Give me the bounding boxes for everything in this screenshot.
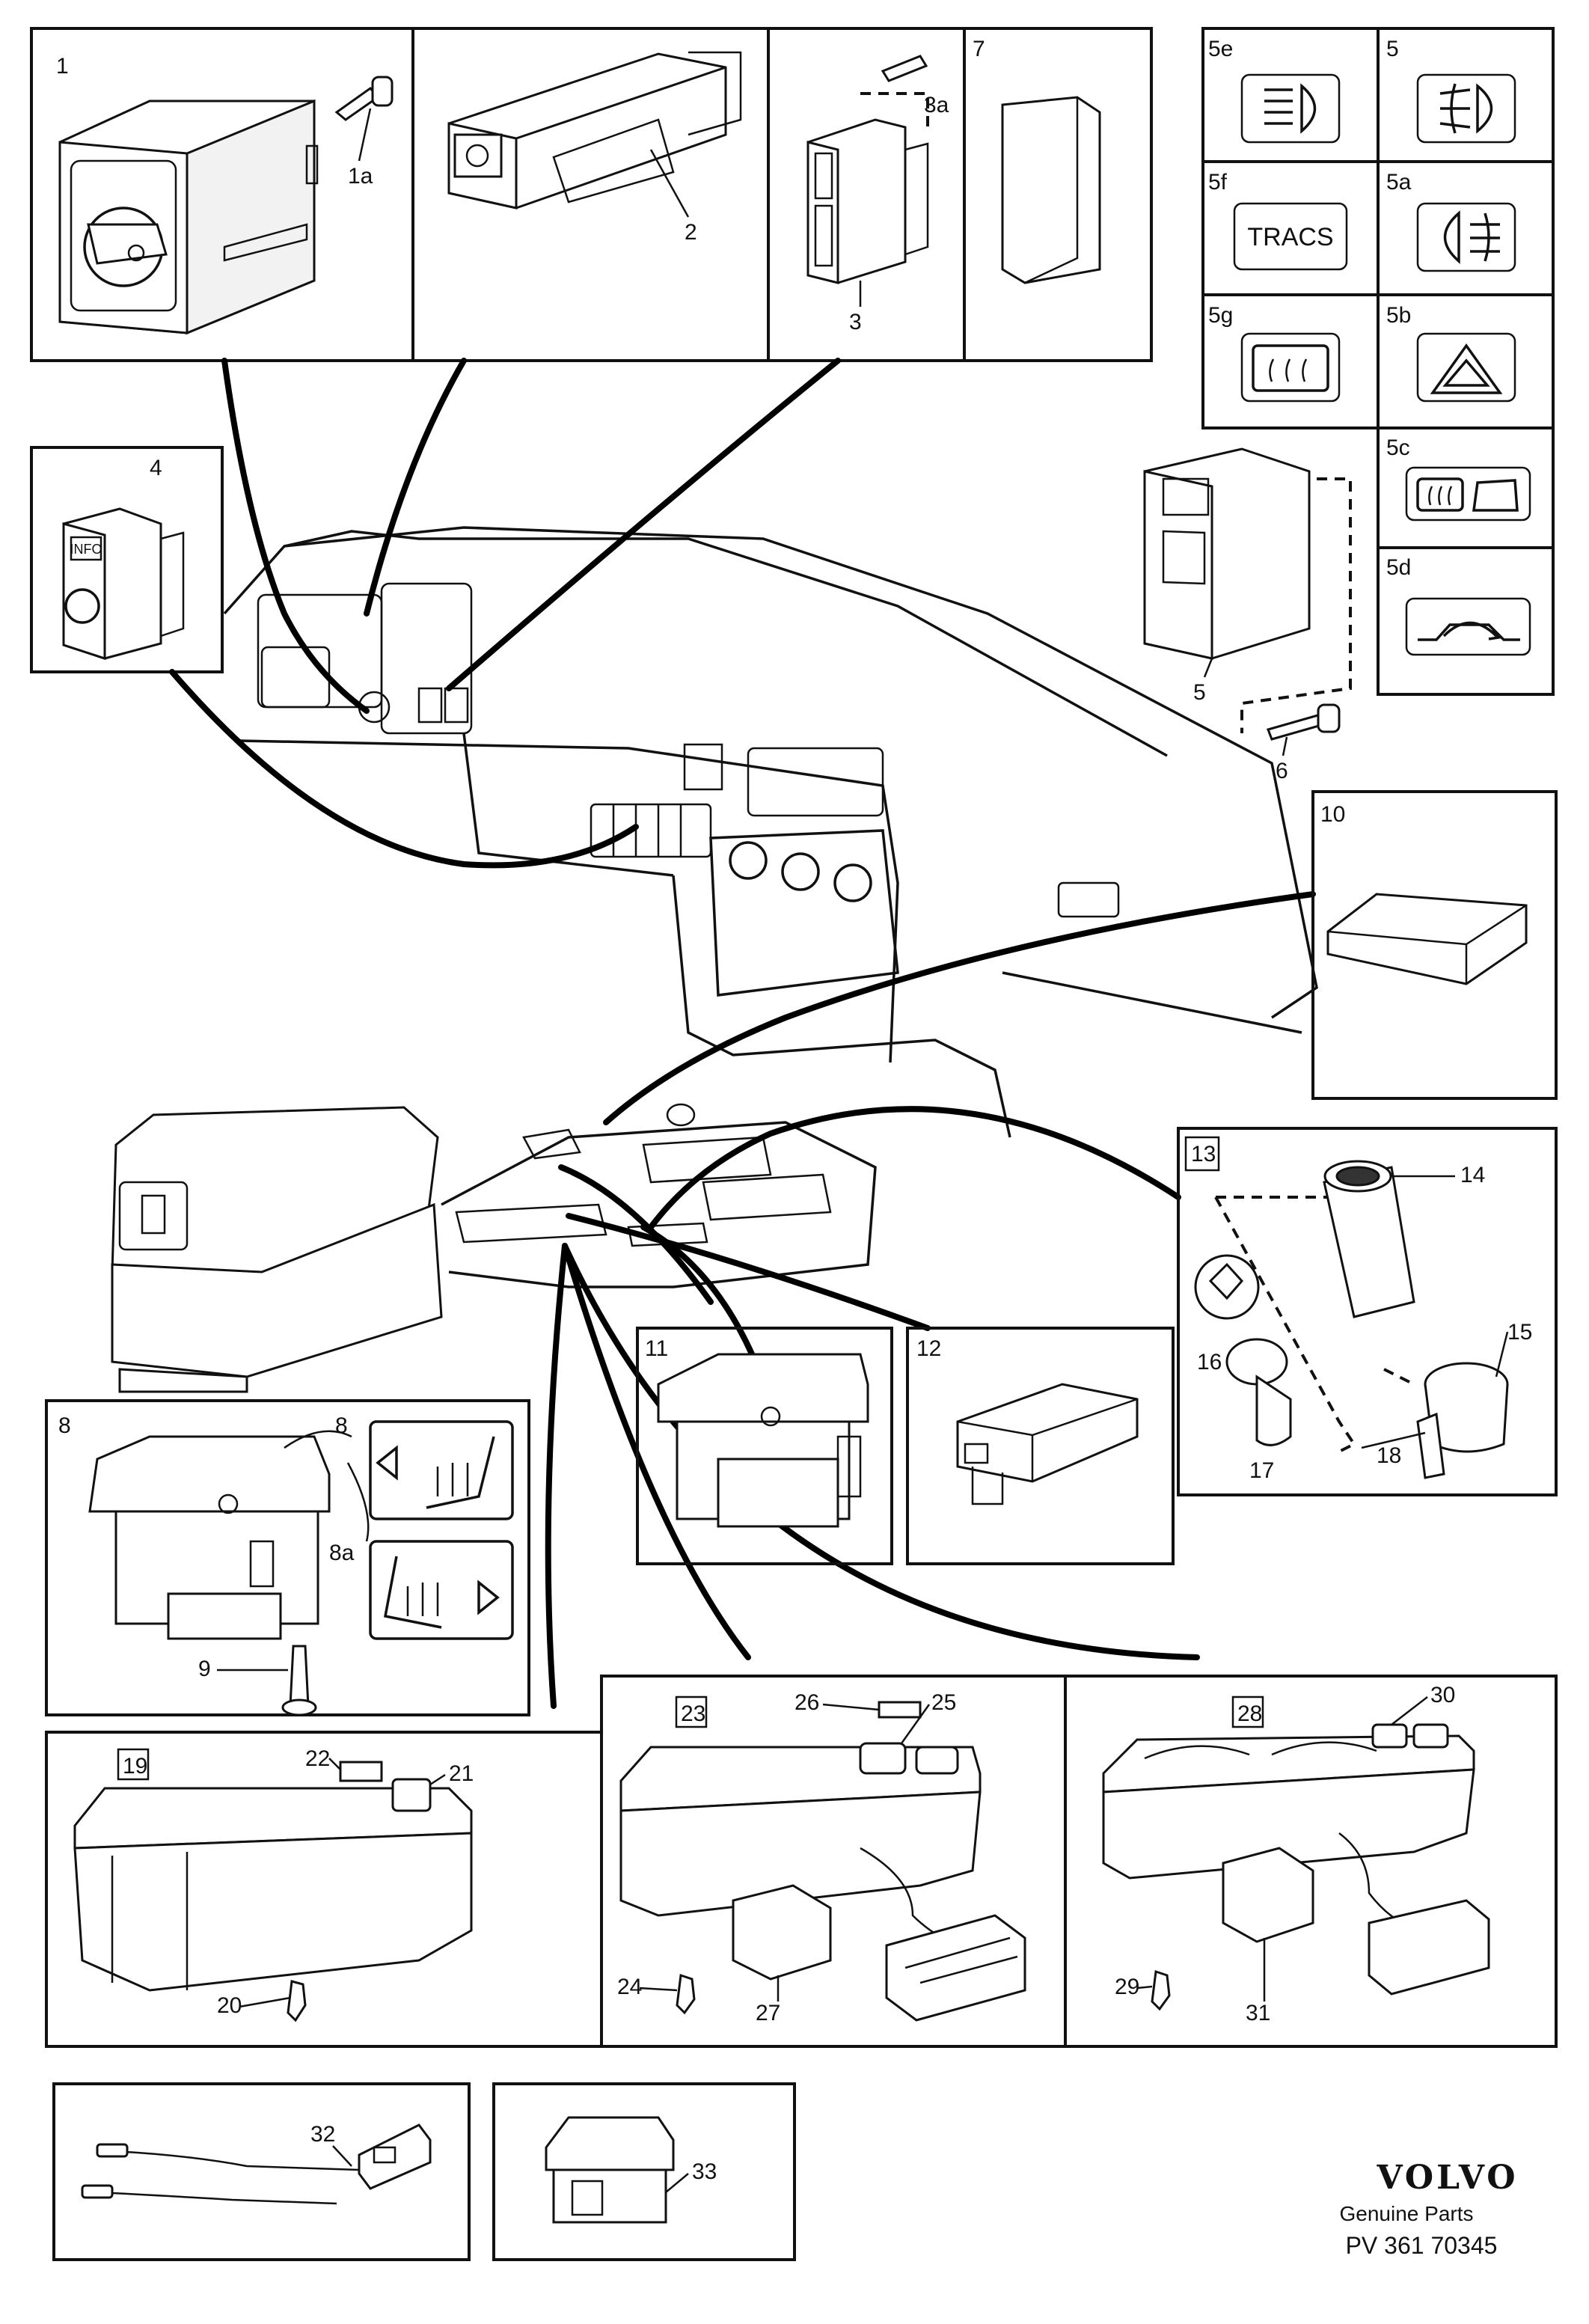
- rear-fog-light-icon: [1416, 202, 1516, 272]
- label-29: 29: [1115, 1975, 1139, 1999]
- label-21: 21: [449, 1761, 474, 1786]
- panel-12-switch-blank: [906, 1327, 1175, 1565]
- dashboard-illustration: [111, 526, 1318, 1393]
- label-8-symbol: 8: [335, 1413, 348, 1438]
- label-11: 11: [645, 1336, 668, 1361]
- volvo-logo: VOLVO: [1376, 2159, 1518, 2197]
- panel-2-switch-unit: [411, 27, 770, 362]
- panel-11-switch: [636, 1327, 893, 1565]
- catalog-number: PV 361 70345: [1346, 2232, 1498, 2259]
- label-3a: 3a: [924, 93, 949, 117]
- label-2: 2: [685, 220, 697, 245]
- panel-19-switch-panel: [45, 1731, 603, 2048]
- panel-4-info-switch: INFO: [30, 446, 224, 673]
- air-recirculation-icon: [1405, 597, 1531, 656]
- brand-block: VOLVO Genuine Parts PV 361 70345: [1340, 2159, 1518, 2259]
- label-5e: 5e: [1208, 37, 1233, 61]
- part-number-labels: 1 1a 2 3 3a 7 4 5e 5 5f 5a 5g 5b 5c 5d 5…: [56, 37, 1532, 2184]
- label-1: 1: [56, 54, 69, 79]
- label-4: 4: [150, 456, 162, 480]
- label-23: 23: [681, 1701, 705, 1726]
- headlight-icon: [1240, 73, 1341, 144]
- label-31: 31: [1246, 2001, 1270, 2025]
- label-14: 14: [1460, 1163, 1485, 1187]
- heated-glass-icon: [1405, 466, 1531, 522]
- info-label: INFO: [70, 542, 102, 557]
- hazard-warning-icon: [1416, 332, 1516, 403]
- label-5c: 5c: [1386, 435, 1410, 460]
- label-9: 9: [198, 1657, 211, 1681]
- label-6: 6: [1276, 759, 1288, 783]
- label-leaders: [217, 108, 1509, 2193]
- label-3: 3: [849, 310, 862, 334]
- label-5f: 5f: [1208, 170, 1228, 195]
- label-7: 7: [973, 37, 985, 61]
- label-30: 30: [1430, 1683, 1455, 1707]
- label-22: 22: [305, 1746, 330, 1771]
- label-1a: 1a: [348, 164, 373, 189]
- genuine-parts-label: Genuine Parts: [1340, 2202, 1474, 2225]
- label-19: 19: [123, 1754, 147, 1779]
- label-12: 12: [916, 1336, 941, 1361]
- panel-23-window-switch: [600, 1675, 1067, 2048]
- tracs-icon: TRACS: [1233, 202, 1348, 271]
- seat-heat-icon: [426, 1436, 495, 1509]
- leader-lines: [169, 358, 1316, 1709]
- label-5: 5: [1193, 680, 1206, 705]
- panel-13-cigarette-lighter: [1177, 1127, 1558, 1496]
- tracs-label: TRACS: [1247, 223, 1333, 251]
- label-16: 16: [1197, 1350, 1222, 1374]
- label-8a: 8a: [329, 1541, 355, 1565]
- symbol-grid: TRACS: [1201, 27, 1555, 696]
- panel-1-light-switch: [30, 27, 414, 362]
- panel-7-blank-cover: [963, 27, 1153, 362]
- label-33: 33: [692, 2159, 717, 2184]
- label-25: 25: [931, 1690, 956, 1715]
- label-26: 26: [794, 1690, 819, 1715]
- label-5b: 5b: [1386, 303, 1411, 328]
- panel-32-wiring: [52, 2082, 471, 2261]
- label-5d: 5d: [1386, 555, 1411, 580]
- panel-10-cover: [1311, 790, 1558, 1100]
- rear-defroster-icon: [1240, 332, 1341, 403]
- label-20: 20: [217, 1993, 242, 2018]
- label-27: 27: [756, 2001, 780, 2025]
- label-10: 10: [1320, 802, 1345, 827]
- label-18: 18: [1377, 1443, 1401, 1468]
- label-5-top: 5: [1386, 37, 1399, 61]
- panel-3-switch: [767, 27, 966, 362]
- label-5a: 5a: [1386, 170, 1412, 195]
- label-32: 32: [310, 2122, 335, 2147]
- label-28: 28: [1237, 1701, 1262, 1726]
- label-15: 15: [1507, 1320, 1532, 1345]
- label-8: 8: [58, 1413, 71, 1438]
- panel-28-window-switch: [1064, 1675, 1558, 2048]
- label-5g: 5g: [1208, 303, 1233, 328]
- label-24: 24: [617, 1975, 642, 1999]
- front-fog-light-icon: [1416, 73, 1516, 144]
- panel-8-seat-heater-switch: [45, 1399, 530, 1716]
- label-17: 17: [1249, 1458, 1274, 1483]
- switch-assembly-5: [1143, 447, 1352, 741]
- panel-33-switch: [492, 2082, 796, 2261]
- label-13: 13: [1191, 1142, 1216, 1166]
